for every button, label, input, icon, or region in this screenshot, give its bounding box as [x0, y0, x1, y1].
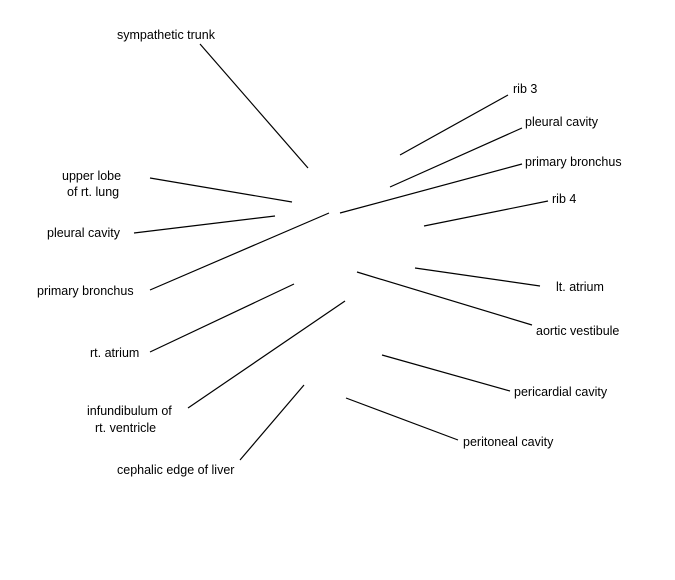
label-rt-atrium: rt. atrium: [90, 346, 139, 360]
leader-infundibulum: [187, 300, 346, 409]
leader-lt-atrium: [414, 267, 541, 287]
label-upper-lobe-line2: of rt. lung: [67, 185, 119, 199]
label-upper-lobe-line1: upper lobe: [62, 169, 121, 183]
label-aortic-vestibule: aortic vestibule: [536, 324, 619, 338]
leader-sympathetic-trunk: [199, 43, 309, 169]
label-rib-4: rib 4: [552, 192, 576, 206]
leader-pericardial-cavity: [381, 354, 511, 392]
label-sympathetic-trunk: sympathetic trunk: [117, 28, 216, 42]
leader-peritoneal-cavity: [345, 397, 459, 441]
leader-aortic-vestibule: [356, 271, 533, 326]
label-infundibulum-line1: infundibulum of: [87, 404, 172, 418]
leader-primary-bronchus-right: [339, 163, 523, 214]
label-primary-bronchus-right: primary bronchus: [525, 155, 622, 169]
label-pleural-cavity-left: pleural cavity: [47, 226, 121, 240]
leader-primary-bronchus-left: [149, 212, 330, 291]
label-pericardial-cavity: pericardial cavity: [514, 385, 608, 399]
label-cephalic-edge-of-liver: cephalic edge of liver: [117, 463, 234, 477]
label-lt-atrium: lt. atrium: [556, 280, 604, 294]
leader-rt-atrium: [149, 283, 295, 353]
label-infundibulum-line2: rt. ventricle: [95, 421, 156, 435]
leader-rib-3: [399, 94, 509, 156]
leader-upper-lobe: [149, 177, 293, 203]
leader-rib-4: [423, 200, 549, 227]
leader-pleural-cavity-left: [133, 215, 276, 234]
label-pleural-cavity-right: pleural cavity: [525, 115, 599, 129]
label-peritoneal-cavity: peritoneal cavity: [463, 435, 554, 449]
label-primary-bronchus-left: primary bronchus: [37, 284, 134, 298]
label-rib-3: rib 3: [513, 82, 537, 96]
leader-cephalic-edge-of-liver: [239, 384, 305, 461]
leader-pleural-cavity-right: [389, 127, 523, 188]
